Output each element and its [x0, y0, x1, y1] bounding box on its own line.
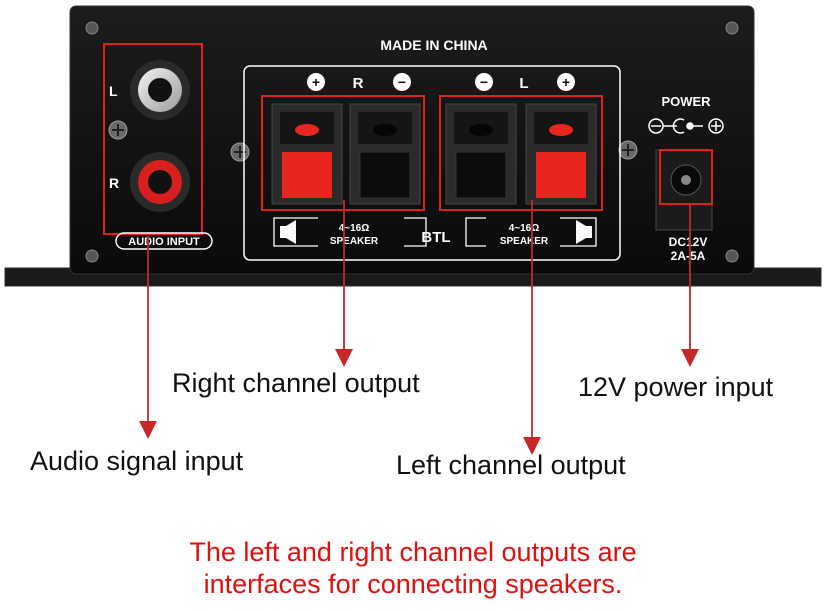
dc-jack-port	[670, 164, 702, 196]
power-label: POWER	[661, 94, 711, 109]
svg-text:−: −	[480, 74, 488, 90]
left-output-caption: Left channel output	[396, 450, 626, 480]
audio-input-highlight	[103, 43, 203, 235]
speaker-left-label: SPEAKER	[500, 236, 549, 247]
dc-jack-highlight	[659, 149, 713, 205]
left-channel-letter: L	[519, 75, 528, 92]
screw-icon	[85, 249, 99, 263]
right-output-caption: Right channel output	[172, 368, 420, 398]
svg-text:−: −	[398, 74, 406, 90]
audio-input-badge	[115, 232, 213, 250]
right-terminals-highlight	[261, 95, 425, 211]
left-plus-terminal	[525, 103, 597, 205]
input-r-label: R	[109, 175, 119, 191]
impedance-right: 4~16Ω	[339, 223, 370, 234]
speaker-legend	[273, 217, 597, 247]
svg-text:+: +	[312, 74, 320, 90]
btl-label: BTL	[421, 229, 450, 246]
audio-input-label: AUDIO INPUT	[128, 236, 200, 248]
left-minus-terminal	[445, 103, 517, 205]
note-line-2: interfaces for connecting speakers.	[203, 569, 623, 599]
speaker-icon	[280, 220, 592, 244]
screw-icon	[85, 21, 99, 35]
callout-arrows	[139, 200, 699, 455]
right-plus-terminal	[271, 103, 343, 205]
audio-input-caption: Audio signal input	[30, 446, 244, 476]
impedance-left: 4~16Ω	[509, 223, 540, 234]
speaker-area-outline	[243, 65, 621, 261]
right-channel-letter: R	[353, 75, 364, 92]
right-minus-terminal	[349, 103, 421, 205]
dc-voltage-label: DC12V	[669, 235, 708, 249]
screw-icon	[725, 249, 739, 263]
power-input-caption: 12V power input	[578, 372, 774, 402]
note-line-1: The left and right channel outputs are	[189, 537, 637, 567]
svg-text:+: +	[562, 74, 570, 90]
made-in-label: MADE IN CHINA	[380, 37, 487, 53]
dc-polarity-icon	[648, 118, 724, 134]
rca-jack-right	[130, 152, 190, 212]
input-l-label: L	[109, 83, 118, 99]
screw-icon	[725, 21, 739, 35]
polarity-markers: + R − − L +	[307, 73, 575, 92]
rca-jack-left	[130, 60, 190, 120]
speaker-right-label: SPEAKER	[330, 236, 379, 247]
left-terminals-highlight	[439, 95, 603, 211]
dc-current-label: 2A-5A	[671, 249, 706, 263]
